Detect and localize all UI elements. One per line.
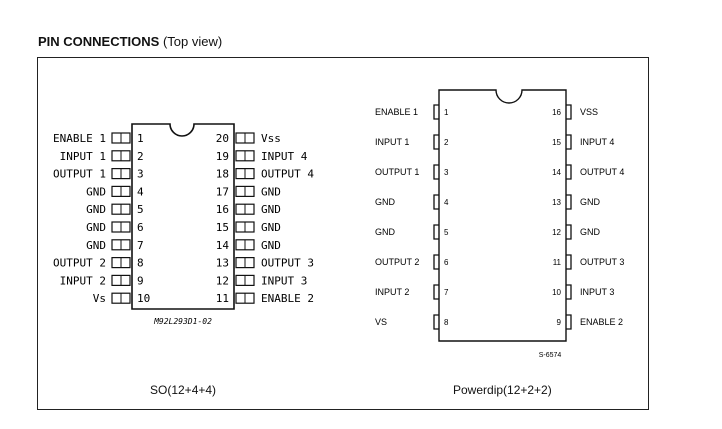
so-right-pin-number: 13 [216, 257, 229, 270]
so-right-pin-label: INPUT 3 [261, 274, 307, 287]
dip-left-pin-label: INPUT 1 [375, 137, 409, 147]
so-left-pin-number: 2 [137, 150, 144, 163]
figure-heading: PIN CONNECTIONS (Top view) [38, 34, 222, 49]
so-right-pin-number: 20 [216, 132, 229, 145]
so-right-pin-number: 12 [216, 274, 229, 287]
dip-right-pin-15 [566, 134, 572, 150]
dip-chip-body [438, 89, 567, 342]
dip-right-pin-label: GND [580, 227, 601, 237]
dip-left-pin-number: 8 [444, 318, 449, 327]
dip-right-pin-12 [566, 224, 572, 240]
dip-left-pin-number: 5 [444, 228, 449, 237]
so-left-pin-label: OUTPUT 2 [53, 257, 106, 270]
dip-left-pin-label: OUTPUT 2 [375, 257, 419, 267]
so-right-pin-number: 16 [216, 203, 229, 216]
dip-right-pin-number: 12 [552, 228, 561, 237]
so-left-pin-number: 3 [137, 168, 144, 181]
dip-right-pin-11 [566, 254, 572, 270]
so-left-pin-label: GND [86, 239, 106, 252]
so-right-pin-label: GND [261, 221, 281, 234]
so-right-pin-number: 15 [216, 221, 229, 234]
so-left-pin-number: 8 [137, 257, 144, 270]
dip-right-pin-14 [566, 164, 572, 180]
so-left-pin-label: OUTPUT 1 [53, 168, 106, 181]
dip-caption: Powerdip(12+2+2) [453, 383, 552, 397]
dip-left-pin-number: 3 [444, 168, 449, 177]
dip-left-pin-6 [433, 254, 439, 270]
so-right-pin-number: 14 [216, 239, 230, 252]
so-left-pin-number: 5 [137, 203, 144, 216]
so-right-pin-label: OUTPUT 4 [261, 168, 314, 181]
so-right-pin-label: GND [261, 185, 281, 198]
dip-left-pin-number: 2 [444, 138, 449, 147]
dip-part-code: S-6574 [539, 352, 562, 359]
dip-right-pin-label: OUTPUT 3 [580, 257, 624, 267]
so-left-pin-label: GND [86, 203, 106, 216]
so-left-pin-label: Vs [93, 292, 106, 305]
dip-left-pin-number: 1 [444, 108, 449, 117]
so-right-pin-label: GND [261, 203, 281, 216]
dip-left-pin-5 [433, 224, 439, 240]
so-left-pin-number: 7 [137, 239, 144, 252]
dip-left-pin-label: GND [375, 227, 396, 237]
dip-left-pin-label: ENABLE 1 [375, 107, 418, 117]
dip-right-pin-label: INPUT 3 [580, 287, 614, 297]
dip-right-pin-13 [566, 194, 572, 210]
dip-left-pin-label: VS [375, 317, 387, 327]
dip-left-pin-label: GND [375, 197, 396, 207]
dip-left-pin-number: 7 [444, 288, 449, 297]
dip-left-pin-3 [433, 164, 439, 180]
dip-right-pin-number: 11 [553, 258, 562, 267]
so-left-pin-label: INPUT 1 [60, 150, 106, 163]
so-right-pin-label: Vss [261, 132, 281, 145]
so-left-pin-label: GND [86, 185, 106, 198]
dip-right-pin-10 [566, 284, 572, 300]
dip-right-pin-16 [566, 104, 572, 120]
heading-bold: PIN CONNECTIONS [38, 34, 160, 49]
dip-left-pin-number: 6 [444, 258, 449, 267]
dip-right-pin-number: 13 [552, 198, 561, 207]
so-caption: SO(12+4+4) [150, 383, 217, 397]
dip-right-pin-number: 15 [552, 138, 561, 147]
dip-left-pin-label: INPUT 2 [375, 287, 409, 297]
so-left-pin-number: 4 [137, 185, 144, 198]
dip-left-pin-1 [433, 104, 439, 120]
diagram-frame [37, 57, 649, 410]
so-left-pin-number: 10 [137, 292, 150, 305]
dip-right-pin-number: 16 [552, 108, 561, 117]
dip-left-pin-8 [433, 314, 439, 330]
so-right-pin-label: INPUT 4 [261, 150, 308, 163]
dip-right-pin-label: INPUT 4 [580, 137, 614, 147]
so-right-pin-label: ENABLE 2 [261, 292, 314, 305]
dip-right-pin-9 [566, 314, 572, 330]
so-part-code: M92L293D1-02 [153, 317, 212, 326]
dip-right-pin-number: 10 [552, 288, 561, 297]
dip-left-pin-2 [433, 134, 439, 150]
dip-left-pin-number: 4 [444, 198, 449, 207]
so-right-pin-number: 19 [216, 150, 229, 163]
dip-right-pin-label: OUTPUT 4 [580, 167, 624, 177]
heading-suffix: (Top view) [159, 34, 223, 49]
so-left-pin-number: 1 [137, 132, 144, 145]
so-right-pin-label: OUTPUT 3 [261, 257, 314, 270]
dip-right-pin-number: 9 [557, 318, 562, 327]
so-right-pin-number: 11 [216, 292, 229, 305]
so-left-pin-number: 6 [137, 221, 144, 234]
so-right-pin-label: GND [261, 239, 281, 252]
dip-left-pin-label: OUTPUT 1 [375, 167, 419, 177]
dip-right-pin-label: GND [580, 197, 601, 207]
dip-right-pin-label: ENABLE 2 [580, 317, 623, 327]
so-left-pin-label: INPUT 2 [60, 274, 106, 287]
dip-right-pin-number: 14 [552, 168, 561, 177]
dip-left-pin-4 [433, 194, 439, 210]
so-chip-body [131, 123, 235, 310]
so-left-pin-label: GND [86, 221, 106, 234]
so-right-pin-number: 18 [216, 168, 229, 181]
dip-left-pin-7 [433, 284, 439, 300]
so-right-pin-number: 17 [216, 185, 229, 198]
dip-right-pin-label: VSS [580, 107, 598, 117]
so-left-pin-label: ENABLE 1 [53, 132, 106, 145]
so-left-pin-number: 9 [137, 274, 144, 287]
